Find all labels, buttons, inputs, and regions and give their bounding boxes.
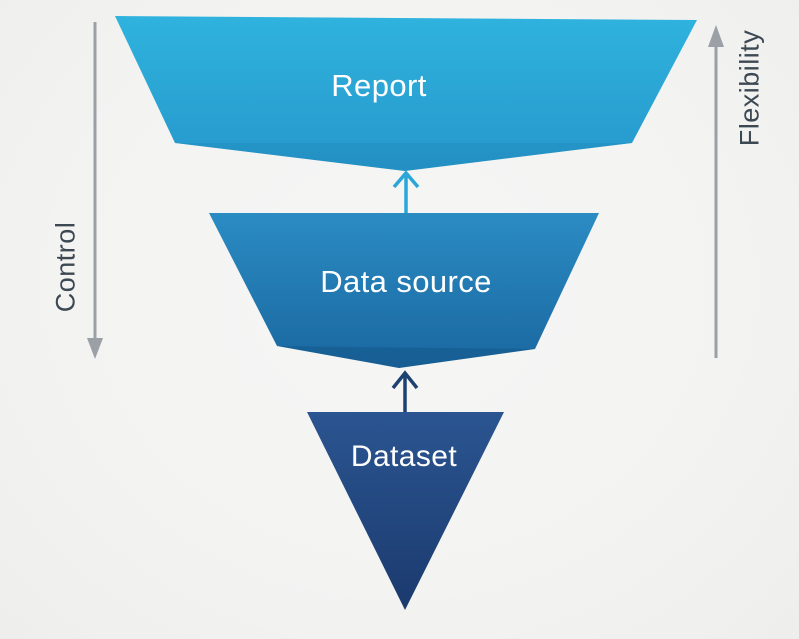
flexibility-axis-up-arrowhead-icon bbox=[708, 25, 724, 47]
control-axis-down-arrowhead-icon bbox=[87, 338, 103, 359]
control-axis-label: Control bbox=[50, 221, 81, 313]
dataset-to-datasource-up-arrow-icon bbox=[391, 370, 419, 412]
report-layer-shape bbox=[115, 16, 697, 171]
dataset-layer-label: Dataset bbox=[350, 440, 458, 473]
report-layer-label: Report bbox=[331, 68, 427, 103]
report-layer-bottom-shade bbox=[175, 143, 632, 171]
datasource-layer-shape bbox=[209, 213, 599, 368]
dataset-layer-shape bbox=[307, 412, 504, 610]
datasource-layer-label: Data source bbox=[320, 264, 492, 299]
datasource-layer-bottom-shade bbox=[277, 346, 535, 368]
flexibility-axis-label: Flexibility bbox=[734, 29, 765, 147]
datasource-to-report-up-arrow-icon bbox=[392, 170, 420, 213]
